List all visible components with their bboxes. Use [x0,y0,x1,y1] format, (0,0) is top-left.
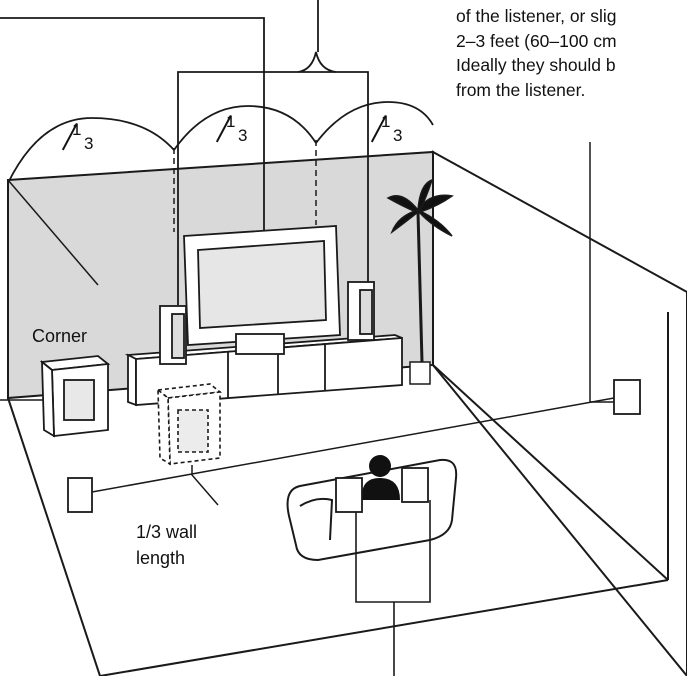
note-line-3: Ideally they should b [456,55,616,75]
fraction-denominator: 3 [84,134,94,153]
corner-diagonal [7,179,99,286]
couch [286,458,458,562]
third-wall-label-line1: 1/3 wall [136,522,198,542]
back-speakers [335,467,429,513]
surround-speakers [67,379,641,513]
surround-right-speaker [613,379,641,415]
third-wall-subwoofer [156,383,222,466]
note-line-4: from the listener. [456,79,586,100]
front-speaker-bracket [0,0,369,322]
surround-lines [0,142,615,493]
note-line-1: of the listener, or slig [456,6,617,26]
fraction-numerator: 1 [381,112,391,131]
corner-label: Corner [32,326,88,346]
third-wall-pointer [191,465,219,506]
placement-note: of the listener, or slig 2–3 feet (60–10… [456,4,617,102]
third-wall-label-line2: length [136,548,186,568]
right-wall [432,150,687,676]
thirds-arcs [7,101,434,184]
back-left-speaker [335,477,363,513]
fraction-denominator: 3 [238,126,248,145]
corner-subwoofer [39,355,111,438]
floor-front-edge [99,579,669,676]
fraction-numerator: 1 [72,120,82,139]
listener [361,455,400,500]
back-right-speaker [401,467,429,503]
television [183,225,341,346]
surround-left-speaker [67,477,93,513]
floor-front-right [432,364,669,581]
fraction-denominator: 3 [393,126,403,145]
back-speaker-bracket [355,500,431,676]
fraction-numerator: 1 [226,112,236,131]
center-speaker [235,333,285,355]
floor-edge-left [7,397,101,676]
palm-plant [386,178,454,385]
front-speakers [159,281,375,365]
note-line-2: 2–3 feet (60–100 cm [456,30,617,51]
room-walls [7,140,687,676]
